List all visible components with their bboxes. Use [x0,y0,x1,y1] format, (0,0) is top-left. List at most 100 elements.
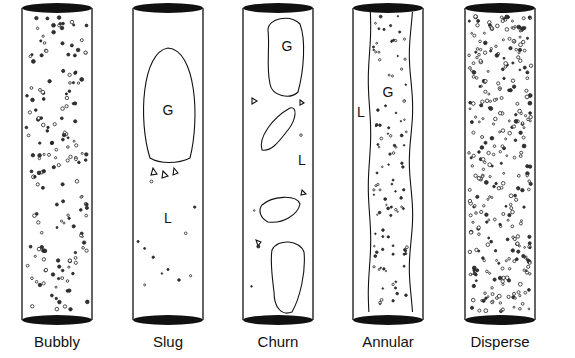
bubble [400,121,401,122]
bubble [468,20,470,22]
bubble [502,39,504,41]
bubble [403,145,405,147]
bubble [519,131,522,134]
bubble [376,42,378,44]
bubble [488,107,490,109]
bubble [487,151,490,154]
bubble [80,234,83,237]
bubble [489,24,492,27]
bubble [486,270,489,273]
bubble [519,295,521,297]
bubble [385,105,387,107]
bubble [499,88,501,90]
bubble [68,266,70,268]
bubble [375,22,377,24]
bubble [521,189,524,192]
bubble [35,16,38,19]
bubble [382,288,384,290]
bubble [42,98,45,101]
bubble [377,144,379,146]
bubble [469,67,472,70]
bubble [65,93,67,95]
bubble [501,280,504,283]
bubble [55,297,57,299]
bubble [513,292,516,295]
bubble [43,249,47,253]
bubble [507,295,510,298]
bubble [37,171,41,175]
bubble [528,235,531,238]
bubble [35,281,38,284]
bubble [469,101,472,104]
bubble [528,188,531,191]
bubble [55,157,57,159]
bubble [474,205,477,208]
bubble [482,118,484,120]
bubble [499,302,501,304]
bubble [68,217,70,219]
bubble [528,180,531,183]
bubble [470,121,473,124]
bubble [519,308,522,311]
bubble [523,66,526,69]
bubble [30,170,33,173]
bubble [478,233,481,236]
bubble [48,80,51,83]
bubble [528,16,530,18]
bubble [480,104,483,107]
phase-letter: G [282,39,293,53]
bubble [473,272,476,275]
bubble [528,308,530,310]
bubble [404,100,406,102]
bubble [505,138,507,140]
bubble [55,307,59,311]
bubble [501,182,505,186]
bubble [72,225,75,228]
bubble [484,181,488,185]
bubble [519,59,522,62]
bubble [494,117,498,121]
bubble [475,280,477,282]
bubble [74,102,77,105]
bubble [478,121,480,123]
bubble [55,203,58,206]
bubble [392,179,394,181]
bubble [511,79,514,82]
bubble [400,134,403,137]
bubble [514,41,516,43]
bubble [150,180,153,183]
bubble [495,54,499,58]
bubble [484,90,487,93]
bubble [75,71,77,73]
bubble [72,82,74,84]
bubble [516,242,519,245]
bubble [500,186,503,189]
bubble [376,251,379,254]
bubble [85,153,88,156]
bubble [477,177,480,180]
bubble [80,39,83,42]
bubble [70,44,73,47]
bubble [470,230,473,233]
phase-letter: L [164,211,172,225]
bubble [404,119,406,121]
bubble [522,17,525,20]
bubble [491,165,493,167]
bubble [382,229,385,232]
bubble [380,137,383,140]
bubble [58,300,62,304]
bubble [481,174,484,177]
bubble [38,283,41,286]
bubble [68,259,71,262]
bubble [504,66,507,69]
bubble [56,227,58,229]
bubble [482,257,485,260]
phase-letter: L [298,153,306,167]
bubble [529,120,531,122]
bubble [42,282,45,285]
bubble [491,301,494,304]
bubble [74,257,77,260]
bubble [167,268,169,270]
bubble [519,30,521,32]
bubble [480,210,483,213]
